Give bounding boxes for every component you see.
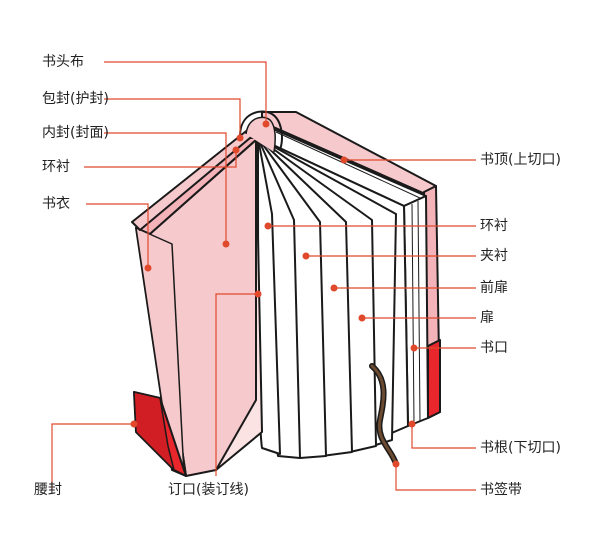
label-endpaper-left: 环衬 — [42, 159, 70, 175]
label-dust-jacket: 包封(护封) — [42, 91, 109, 107]
front-cover — [131, 127, 263, 477]
label-bookmark-ribbon: 书签带 — [480, 482, 522, 498]
leader-lines — [51, 61, 476, 491]
bookmark-ribbon — [369, 363, 399, 467]
label-top-edge: 书顶(上切口) — [480, 152, 561, 168]
label-flyleaf: 扉 — [480, 310, 494, 326]
label-bottom-edge: 书根(下切口) — [480, 440, 561, 456]
label-front-flyleaf: 前扉 — [480, 280, 508, 296]
label-interleaf: 夹衬 — [480, 248, 508, 264]
leader-dots — [130, 120, 418, 468]
label-cover: 内封(封面) — [42, 125, 109, 141]
label-headband: 书头布 — [42, 54, 84, 70]
fore-edge-red-band — [427, 339, 441, 419]
label-fore-edge: 书口 — [480, 340, 508, 356]
label-belly-band: 腰封 — [34, 482, 62, 498]
label-book-cloth: 书衣 — [42, 196, 70, 212]
label-gutter: 订口(装订线) — [168, 482, 249, 498]
label-endpaper-right: 环衬 — [480, 218, 508, 234]
